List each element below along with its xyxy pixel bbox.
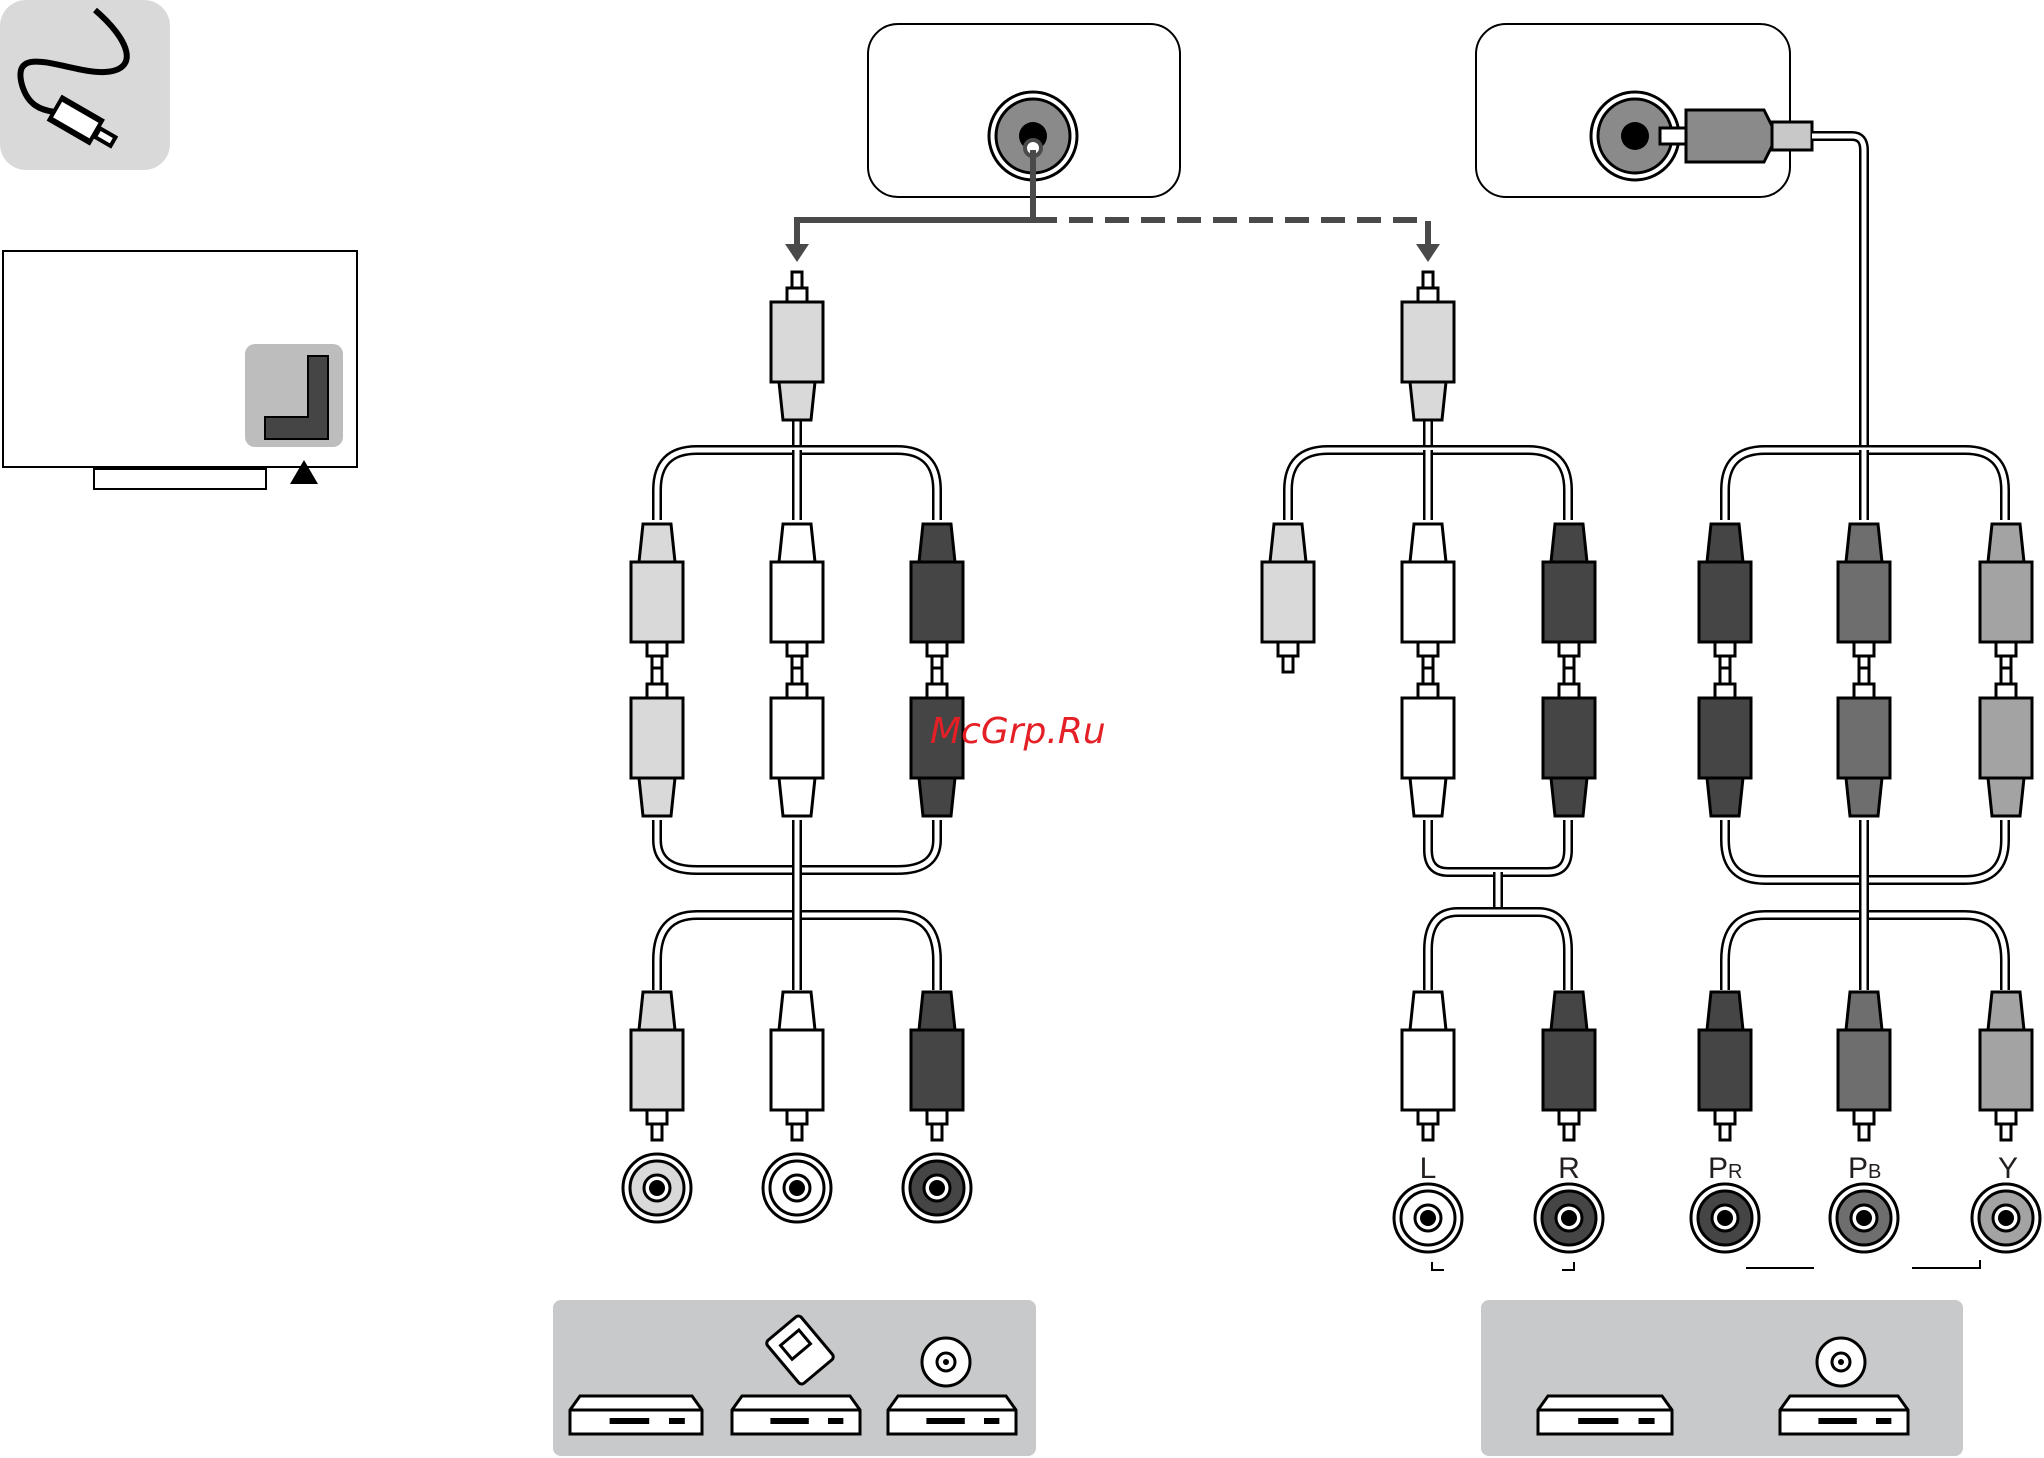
row1-plug-right-2 xyxy=(1980,524,2032,672)
top-plug-left xyxy=(771,272,823,420)
jack-l xyxy=(1394,1184,1462,1252)
row3-plug-left-2 xyxy=(911,992,963,1140)
cable-wires xyxy=(657,420,2005,990)
row1-plug-right-1 xyxy=(1838,524,1890,672)
jack-pb xyxy=(1830,1184,1898,1252)
rca-plugs xyxy=(631,272,2032,1140)
tv-rear-icon xyxy=(3,251,357,489)
label-r: R xyxy=(1558,1152,1580,1185)
cable-plug-icon xyxy=(0,0,170,170)
jack-r xyxy=(1535,1184,1603,1252)
row2-plug-right-1 xyxy=(1838,668,1890,816)
row3-plug-left-1 xyxy=(771,992,823,1140)
row3-plug-mid-1 xyxy=(1543,992,1595,1140)
tv-jack-box-right xyxy=(1476,24,1864,456)
row2-plug-mid-0 xyxy=(1402,668,1454,816)
row1-plug-mid-1 xyxy=(1402,524,1454,672)
dvd-player-icon xyxy=(570,1396,702,1434)
jack-left-0 xyxy=(623,1154,691,1222)
row1-plug-left-0 xyxy=(631,524,683,672)
tv-jack-box-left xyxy=(868,24,1180,197)
watermark: McGrp.Ru xyxy=(930,711,1106,752)
row1-plug-mid-0 xyxy=(1262,524,1314,672)
row3-plug-right-1 xyxy=(1838,992,1890,1140)
jack-y xyxy=(1972,1184,2040,1252)
device-jacks xyxy=(623,1154,2040,1252)
jack-left-1 xyxy=(763,1154,831,1222)
row2-plug-left-0 xyxy=(631,668,683,816)
row2-plug-right-0 xyxy=(1699,668,1751,816)
jack-left-2 xyxy=(903,1154,971,1222)
label-y: Y xyxy=(1998,1152,2018,1185)
row3-plug-left-0 xyxy=(631,992,683,1140)
row3-plug-right-2 xyxy=(1980,992,2032,1140)
row2-plug-right-2 xyxy=(1980,668,2032,816)
row1-plug-right-0 xyxy=(1699,524,1751,672)
label-pb: PB xyxy=(1848,1152,1881,1185)
row3-plug-mid-0 xyxy=(1402,992,1454,1140)
jack-pr xyxy=(1691,1184,1759,1252)
row2-plug-mid-1 xyxy=(1543,668,1595,816)
row1-plug-left-1 xyxy=(771,524,823,672)
row1-plug-left-2 xyxy=(911,524,963,672)
top-plug-mid xyxy=(1402,272,1454,420)
row3-plug-right-0 xyxy=(1699,992,1751,1140)
row1-plug-mid-2 xyxy=(1543,524,1595,672)
label-l: L xyxy=(1420,1152,1437,1185)
row2-plug-left-1 xyxy=(771,668,823,816)
grouping-brackets xyxy=(1432,1260,1980,1270)
dvd-player-right-icon xyxy=(1538,1396,1672,1434)
label-pr: PR xyxy=(1708,1152,1742,1185)
